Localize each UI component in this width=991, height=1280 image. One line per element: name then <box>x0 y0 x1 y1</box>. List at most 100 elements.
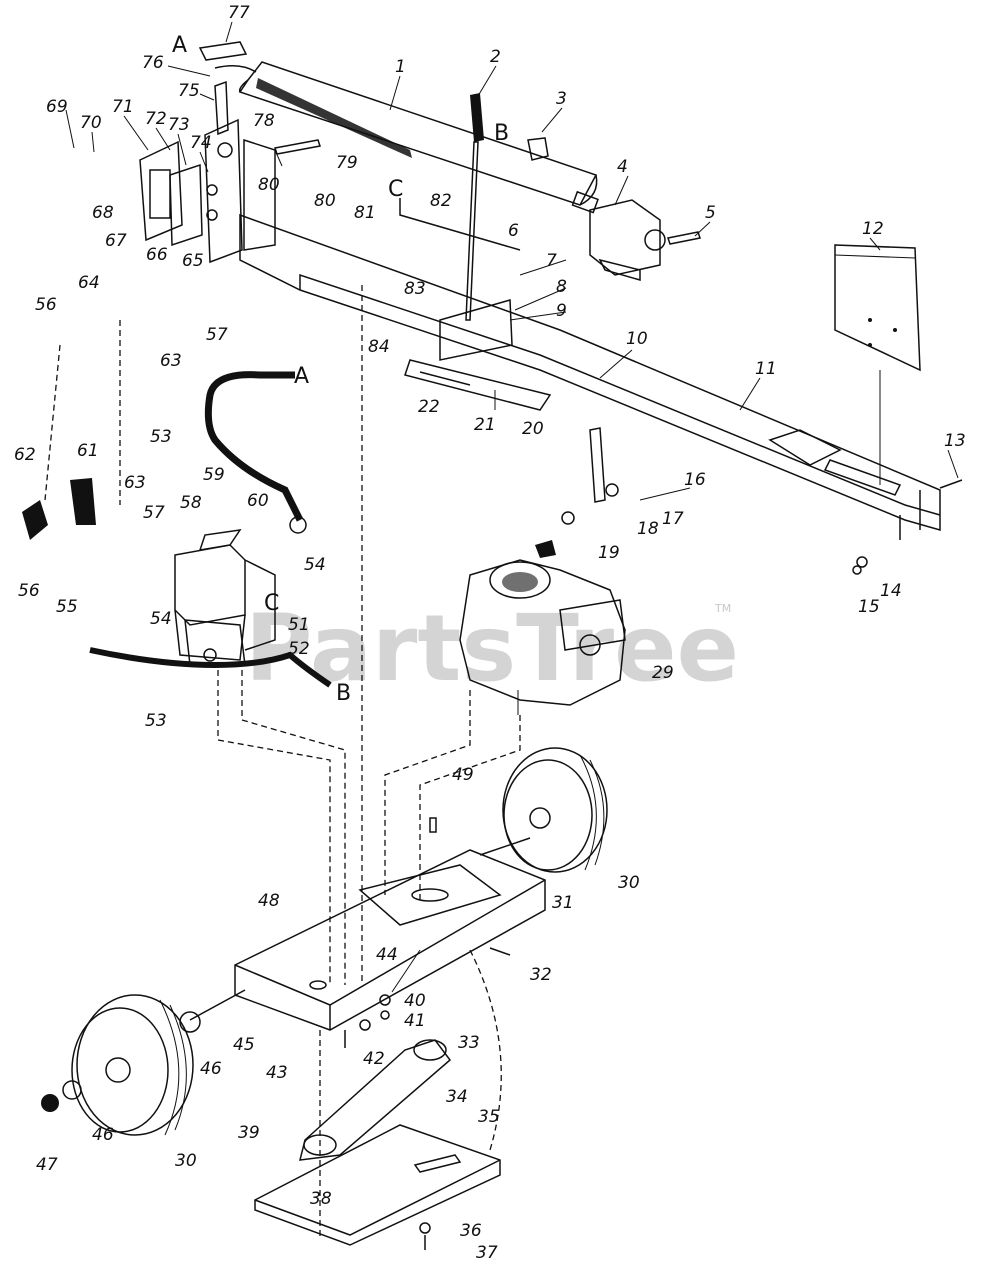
part-label: 55 <box>56 597 78 617</box>
part-label: 80 <box>314 191 336 211</box>
part-label: 80 <box>258 175 280 195</box>
tube-82 <box>399 198 521 251</box>
part-label: 59 <box>203 465 225 485</box>
connector-letter-a-top: A <box>172 33 187 58</box>
wheel-right <box>502 747 608 873</box>
part-label: 29 <box>652 663 674 683</box>
part-label: 4 <box>617 157 628 177</box>
part-label: 67 <box>105 231 127 251</box>
part-label: 40 <box>404 991 426 1011</box>
part-label: 30 <box>618 873 640 893</box>
part-label: 56 <box>18 581 40 601</box>
part-label: 33 <box>458 1033 480 1053</box>
part-label: 71 <box>112 97 134 117</box>
part-label: 18 <box>637 519 659 539</box>
part-label: 73 <box>168 115 190 135</box>
part-label: 68 <box>92 203 114 223</box>
part-label: 72 <box>145 109 167 129</box>
part-label: 60 <box>247 491 269 511</box>
part-label: 52 <box>288 639 310 659</box>
part-label: 82 <box>430 191 452 211</box>
leader-lines <box>65 21 959 993</box>
part-label: 57 <box>143 503 165 523</box>
part-label: 81 <box>354 203 376 223</box>
part-label: 64 <box>78 273 100 293</box>
fitting-3 <box>527 137 549 161</box>
connector-letter-c-pump: C <box>264 591 279 616</box>
base-plate <box>234 849 546 1031</box>
part-label: 46 <box>200 1059 222 1079</box>
part-label: 61 <box>77 441 99 461</box>
part-label: 2 <box>490 47 501 67</box>
connector-letter-c-top: C <box>388 177 403 202</box>
connector-letter-a-hose: A <box>294 364 309 389</box>
part-label: 21 <box>474 415 496 435</box>
connector-letter-b-top: B <box>494 121 509 146</box>
engine-29 <box>459 540 626 715</box>
part-label: 49 <box>452 765 474 785</box>
part-label: 46 <box>92 1125 114 1145</box>
part-label: 53 <box>150 427 172 447</box>
part-labels: 77 76 75 1 2 3 69 70 71 72 73 74 78 79 4… <box>14 3 966 1263</box>
part-label: 57 <box>206 325 228 345</box>
valve-handle <box>439 93 513 361</box>
part-label: 84 <box>368 337 390 357</box>
part-label: 12 <box>862 219 884 239</box>
part-label: 31 <box>552 893 574 913</box>
part-label: 22 <box>418 397 440 417</box>
wedge-plate <box>834 244 921 485</box>
connector-letter-b-hose: B <box>336 681 351 706</box>
trademark: TM <box>714 602 731 615</box>
part-label: 35 <box>478 1107 500 1127</box>
part-label: 45 <box>233 1035 255 1055</box>
elbow-61 <box>70 478 96 525</box>
part-label: 5 <box>705 203 716 223</box>
motor-4 <box>589 199 701 281</box>
part-label: 19 <box>598 543 620 563</box>
hose-53-upper <box>204 371 304 522</box>
part-label: 63 <box>160 351 182 371</box>
part-label: 44 <box>376 945 398 965</box>
part-label: 77 <box>228 3 250 23</box>
part-label: 58 <box>180 493 202 513</box>
part-label: 79 <box>336 153 358 173</box>
part-label: 74 <box>190 133 212 153</box>
part-label: 9 <box>556 301 567 321</box>
part-label: 69 <box>46 97 68 117</box>
part-label: 62 <box>14 445 36 465</box>
part-label: 83 <box>404 279 426 299</box>
part-label: 76 <box>142 53 164 73</box>
elbow-62 <box>22 500 48 540</box>
cap-47 <box>41 1094 59 1112</box>
part-label: 78 <box>253 111 275 131</box>
foot-plate <box>254 1124 501 1246</box>
part-label: 51 <box>288 615 310 635</box>
part-label: 63 <box>124 473 146 493</box>
part-label: 39 <box>238 1123 260 1143</box>
beam-rail <box>239 213 941 540</box>
part-label: 36 <box>460 1221 482 1241</box>
part-label: 32 <box>530 965 552 985</box>
part-label: 53 <box>145 711 167 731</box>
collar-46 <box>179 1011 201 1033</box>
part-label: 30 <box>175 1151 197 1171</box>
part-label: 6 <box>508 221 519 241</box>
hose-53-lower <box>89 647 332 688</box>
part-label: 47 <box>36 1155 58 1175</box>
part-label: 16 <box>684 470 706 490</box>
part-label: 20 <box>522 419 544 439</box>
bolt-79 <box>274 139 321 155</box>
rod-clevis <box>198 41 257 158</box>
part-label: 56 <box>35 295 57 315</box>
part-label: 54 <box>304 555 326 575</box>
part-label: 17 <box>662 509 684 529</box>
part-label: 41 <box>404 1011 426 1031</box>
part-label: 15 <box>858 597 880 617</box>
part-label: 70 <box>80 113 102 133</box>
slide-assembly <box>404 359 552 411</box>
part-label: 13 <box>944 431 966 451</box>
part-label: 11 <box>755 359 777 379</box>
axle-31 <box>479 837 531 856</box>
cap-46 <box>62 1080 82 1100</box>
